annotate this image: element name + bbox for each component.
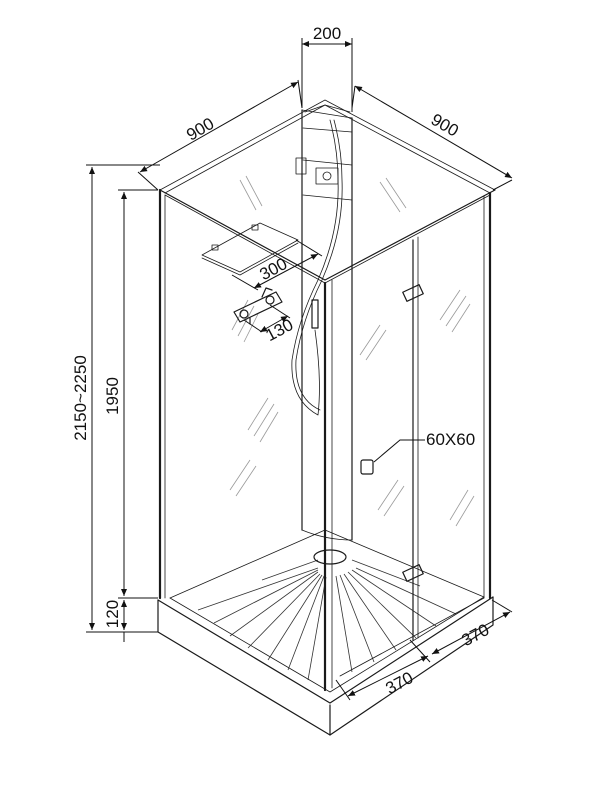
glass-shelf xyxy=(201,222,299,276)
door-width-dimension-left: 370 xyxy=(335,639,431,701)
total-height-dimension: 2150~2250 xyxy=(71,164,160,633)
column-width-dimension: 200 xyxy=(301,24,353,112)
glass-reflections xyxy=(229,175,475,527)
right-depth-dimension: 900 xyxy=(351,85,513,191)
tray-height-label: 120 xyxy=(103,600,122,628)
door-hardware xyxy=(360,284,424,582)
shower-column xyxy=(301,104,353,541)
handle-size-callout: 60X60 xyxy=(373,430,475,463)
handle-size-label: 60X60 xyxy=(426,430,475,449)
mixer-valves xyxy=(233,287,283,325)
drain-icon xyxy=(313,549,347,565)
tray-height-dimension: 120 xyxy=(103,600,127,642)
left-depth-dimension: 900 xyxy=(137,79,303,191)
door-handle-icon xyxy=(360,459,374,475)
tray-ribs xyxy=(197,559,457,681)
column-width-label: 200 xyxy=(313,24,341,43)
mixer-spacing-label: 130 xyxy=(262,315,296,345)
right-depth-label: 900 xyxy=(428,110,462,141)
left-depth-label: 900 xyxy=(183,114,217,145)
overhead-box xyxy=(295,127,353,201)
glass-height-label: 1950 xyxy=(103,377,122,415)
shower-hose-icon xyxy=(291,119,339,416)
shelf-length-dimension: 300 xyxy=(231,239,323,291)
hand-shower-icon xyxy=(311,299,319,329)
mixer-spacing-dimension: 130 xyxy=(243,304,296,345)
left-glass-panel xyxy=(158,188,333,692)
glass-height-dimension: 1950 xyxy=(103,189,158,599)
door-width-left-label: 370 xyxy=(382,668,416,698)
total-height-label: 2150~2250 xyxy=(71,355,90,441)
